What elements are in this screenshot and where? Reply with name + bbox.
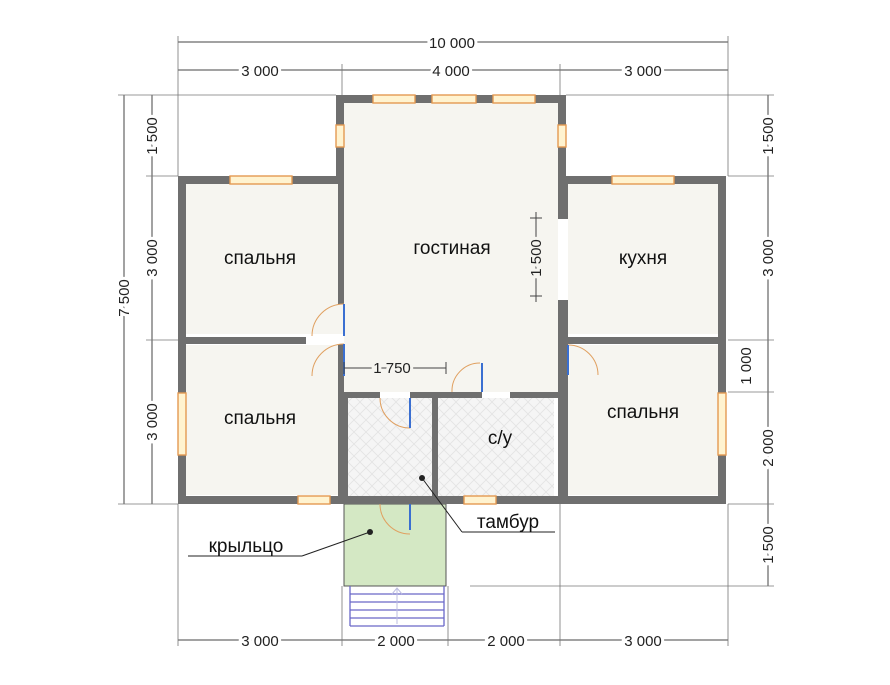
window-living-top-2 (431, 94, 477, 104)
callouts: тамбур крыльцо (188, 475, 555, 557)
dim-bottom-4: 3 000 (624, 633, 662, 650)
dim-right-lower: 2 000 (760, 429, 777, 467)
wall-bottom (178, 496, 726, 504)
dim-right-gap: 1 000 (738, 347, 755, 385)
window-living-right (557, 124, 567, 148)
floor-bathroom (438, 398, 554, 496)
dim-bottom-1: 3 000 (241, 633, 279, 650)
porch-stairs (349, 586, 445, 627)
window-bedroom-top-left (229, 175, 293, 185)
floor-hall (344, 334, 558, 392)
label-bedroom-top-left: спальня (224, 248, 296, 269)
leader-vestibule (421, 477, 463, 533)
floor-bedroom-bottom-left (186, 345, 344, 495)
dim-left-top: 1 500 (144, 117, 161, 155)
window-living-left (335, 124, 345, 148)
wall-left-partition-upper (338, 184, 344, 304)
wall-right-partition-upper (558, 184, 568, 219)
floor-vestibule (348, 398, 432, 496)
dim-right-bottom: 1 500 (760, 526, 777, 564)
dim-bottom-3: 2 000 (487, 633, 525, 650)
label-bedroom-bottom-right: спальня (607, 402, 679, 423)
wall-vestibule-right (432, 392, 438, 496)
window-bedroom-bottom-right (717, 392, 727, 456)
windows (177, 94, 727, 505)
dim-left-bottom: 3 000 (144, 403, 161, 441)
label-bedroom-bottom-left: спальня (224, 408, 296, 429)
window-living-top-3 (492, 94, 536, 104)
window-bathroom (463, 495, 497, 505)
floors (186, 103, 718, 587)
label-vestibule: тамбур (477, 512, 539, 533)
leader-porch-dot (367, 529, 373, 535)
dim-top-right: 3 000 (624, 63, 662, 80)
dim-top-mid: 4 000 (432, 63, 470, 80)
floor-kitchen (568, 184, 718, 334)
porch (343, 503, 447, 587)
wall-left-horizontal (186, 337, 306, 344)
floor-bedroom-bottom-right (568, 345, 718, 495)
room-labels: спальня гостиная кухня спальня с/у спаль… (224, 238, 679, 449)
wall-left-partition-lower (338, 344, 344, 496)
dimension-labels: 10 000 3 000 4 000 3 000 7 500 1 500 3 0… (113, 32, 780, 653)
doors (311, 303, 599, 535)
wall-right (718, 176, 726, 504)
leader-porch (301, 531, 371, 557)
wall-vestibule-left (344, 392, 348, 496)
window-bedroom-bottom-left (177, 392, 187, 456)
wall-left (178, 176, 186, 504)
dim-inner-horizontal: 1 750 (373, 360, 411, 377)
wall-right-partition-mid (558, 300, 568, 345)
window-living-top-1 (372, 94, 416, 104)
floor-bedroom-top-left (186, 184, 344, 334)
label-porch: крыльцо (209, 536, 284, 557)
label-bathroom: с/у (488, 428, 513, 449)
wall-hall-bottom-mid (410, 392, 482, 398)
window-kitchen (611, 175, 675, 185)
wall-right-partition-lower (558, 345, 568, 496)
stairs-arrow (391, 587, 403, 624)
dim-inner-vertical: 1 500 (528, 239, 545, 277)
wall-right-horizontal (568, 337, 718, 344)
dim-top-total: 10 000 (429, 35, 475, 52)
dim-right-mid: 3 000 (760, 239, 777, 277)
dim-top-left: 3 000 (241, 63, 279, 80)
window-bottom-left (297, 495, 331, 505)
dim-right-top: 1 500 (760, 117, 777, 155)
label-kitchen: кухня (619, 248, 667, 269)
wall-hall-bottom-left (344, 392, 380, 398)
leader-vestibule-dot (419, 475, 425, 481)
label-living-room: гостиная (413, 238, 490, 259)
dim-left-mid: 3 000 (144, 239, 161, 277)
dimension-lines (118, 36, 774, 646)
dim-bottom-2: 2 000 (377, 633, 415, 650)
dim-left-total: 7 500 (116, 279, 133, 317)
wall-hall-bottom-right (510, 392, 558, 398)
